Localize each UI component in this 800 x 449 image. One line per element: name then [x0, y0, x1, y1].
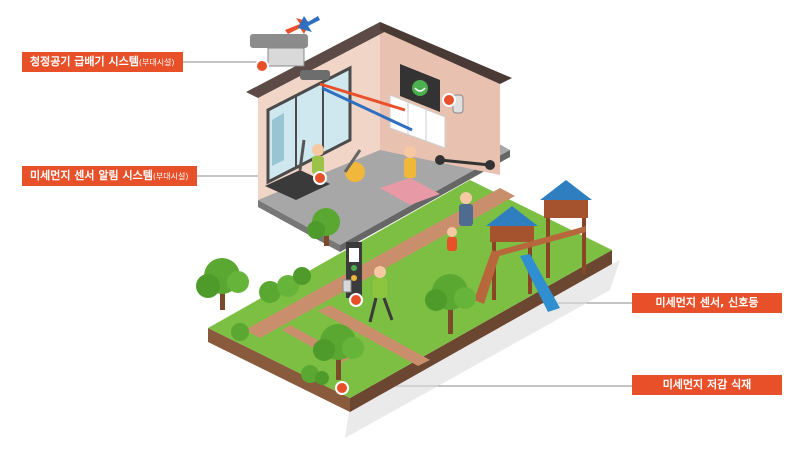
sensor-light-label: 미세먼지 센서, 신호등 [632, 293, 782, 313]
dust-alarm-label-sub: (부대시설) [152, 172, 189, 181]
tree-icon [307, 208, 340, 246]
playground-icon [474, 180, 592, 312]
slide [520, 254, 560, 312]
marker-wall-sensor [442, 93, 456, 107]
marker-alarm [313, 171, 327, 185]
walking-path-cross [318, 305, 430, 366]
person-icon [368, 192, 473, 323]
planting-label: 미세먼지 저감 식재 [632, 375, 782, 395]
marker-air [255, 59, 269, 73]
dust-alarm-label: 미세먼지 센서 알림 시스템(부대시설) [22, 166, 197, 186]
arrow-out-icon [319, 82, 406, 112]
sensor-pole-icon [342, 242, 362, 298]
dust-alarm-label-main: 미세먼지 센서 알림 시스템 [30, 169, 153, 182]
tree-icon [259, 267, 311, 303]
arrow-in-icon [298, 16, 320, 32]
air-system-label-main: 청정공기 급배기 시스템 [30, 55, 139, 68]
tree-icon [313, 324, 364, 380]
person-icon [312, 144, 416, 178]
arrow-in-icon [321, 86, 413, 132]
tree-icon [196, 258, 249, 310]
tree-icon [425, 274, 476, 334]
air-system-label-sub: (부대시설) [138, 58, 175, 67]
marker-dots [255, 59, 456, 395]
marker-plant [335, 381, 349, 395]
air-duct-icon [250, 34, 308, 48]
tree-icon [231, 323, 329, 385]
air-system-label: 청정공기 급배기 시스템(부대시설) [22, 52, 183, 72]
walking-path [245, 188, 515, 338]
marker-sensor [349, 293, 363, 307]
